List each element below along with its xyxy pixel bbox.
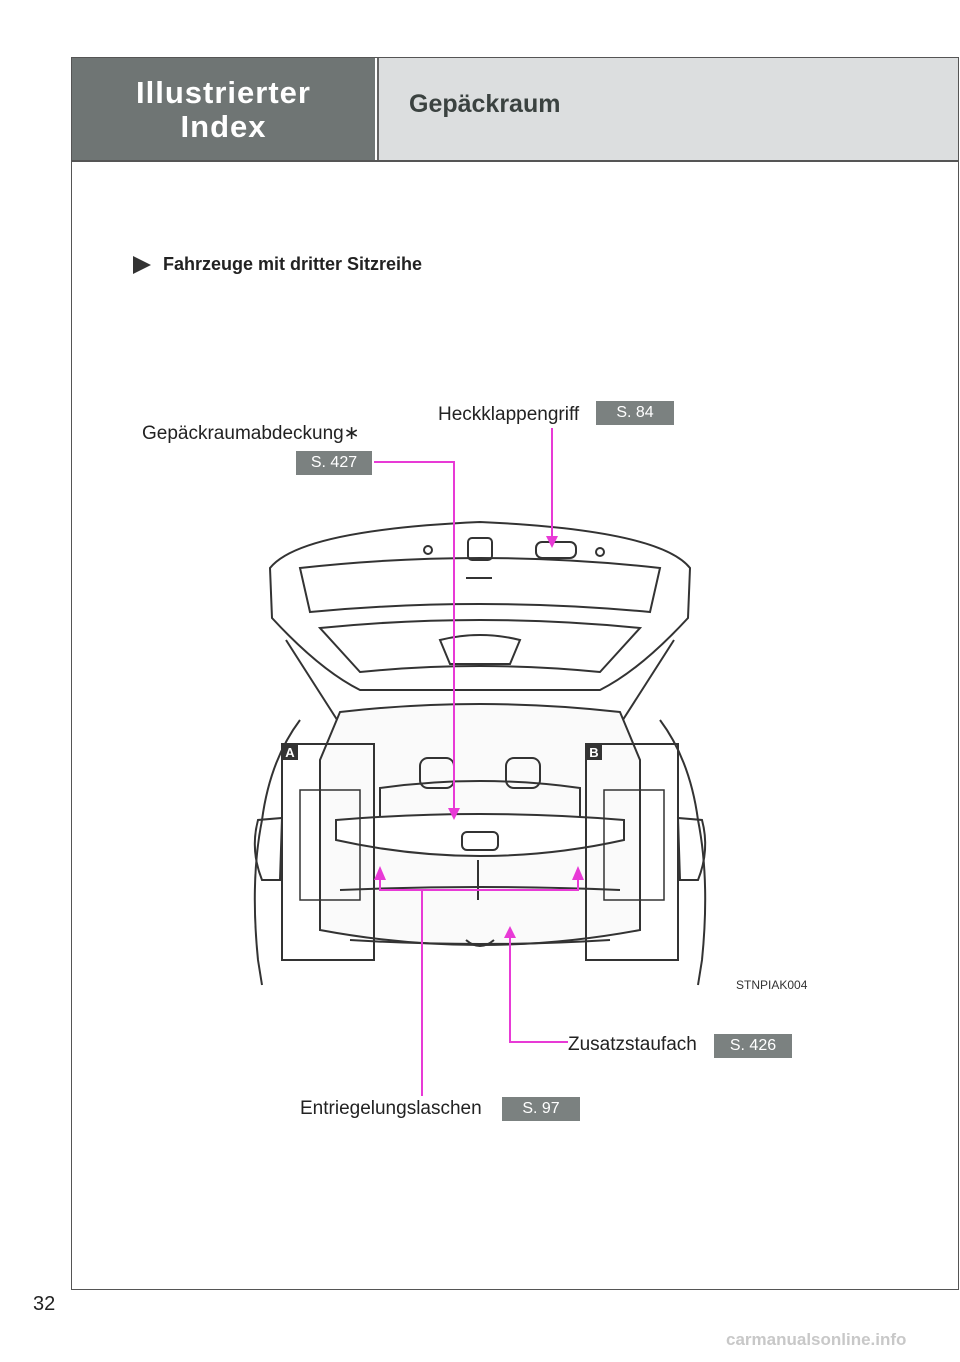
section-tab: Illustrierter Index [72, 58, 375, 161]
triangle-bullet-icon [133, 255, 151, 274]
cover-label-text: Gepäckraumabdeckung [142, 423, 344, 444]
cover-page-badge[interactable]: S. 427 [296, 451, 372, 475]
subheading-text: Fahrzeuge mit dritter Sitzreihe [163, 254, 423, 274]
handle-page-badge[interactable]: S. 84 [596, 401, 674, 425]
page-title-bar: Gepäckraum [377, 58, 958, 161]
watermark: carmanualsonline.info [726, 1330, 907, 1349]
section-tab-line1: Illustrierter [136, 74, 311, 110]
page-number: 32 [33, 1293, 56, 1315]
release-page-badge[interactable]: S. 97 [502, 1097, 580, 1121]
storage-page-badge[interactable]: S. 426 [714, 1034, 792, 1058]
subheading: Fahrzeuge mit dritter Sitzreihe [133, 254, 422, 275]
asterisk-icon: ∗ [343, 423, 360, 444]
figure-code: STNPIAK004 [736, 978, 808, 992]
inset-a-label: A [285, 745, 295, 760]
handle-label: Heckklappengriff [438, 404, 580, 425]
page-title: Gepäckraum [409, 90, 561, 118]
cover-label: Gepäckraumabdeckung∗ [142, 422, 360, 445]
release-label: Entriegelungslaschen [300, 1098, 482, 1119]
page-frame [71, 57, 959, 1290]
storage-label: Zusatzstaufach [568, 1034, 697, 1055]
header-divider [72, 160, 958, 162]
inset-b-label: B [589, 745, 598, 760]
section-tab-line2: Index [180, 108, 267, 144]
